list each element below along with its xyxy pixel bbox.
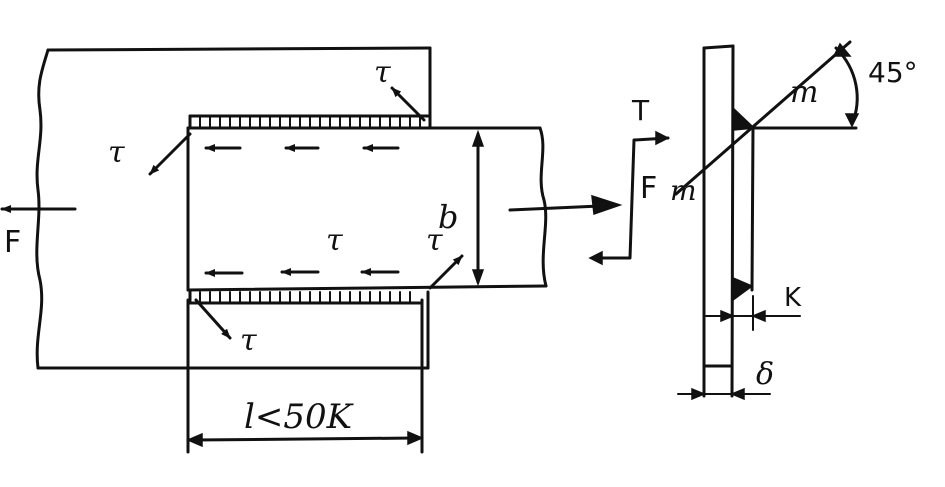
tau-arrows (148, 86, 464, 340)
lower-weld (188, 288, 424, 305)
width-label: b (438, 198, 458, 236)
section-label-upper: m (790, 75, 818, 110)
leg-dimension (705, 295, 801, 331)
torque-symbol (588, 130, 670, 266)
force-right-arrow (508, 194, 623, 216)
thickness-label: δ (756, 357, 774, 392)
left-plate (35, 46, 432, 370)
torque-label: T (631, 94, 650, 127)
force-left-label: F (4, 225, 21, 260)
force-right-label: F (640, 171, 657, 206)
right-plate (186, 126, 548, 292)
shear-arrows-lower (204, 268, 400, 277)
leg-label: K (784, 283, 802, 313)
weld-length-label: l<50K (244, 397, 355, 437)
angle-label: 45° (868, 56, 918, 89)
cross-section (674, 40, 860, 398)
tau-label-left: τ (108, 135, 125, 170)
weld-length-dimension (186, 298, 424, 454)
tau-label-lower: τ (240, 323, 257, 358)
tau-label-right: τ (426, 223, 443, 258)
tau-label-center: τ (326, 223, 343, 258)
section-label-lower: m (670, 174, 697, 207)
thickness-dimension (677, 387, 771, 401)
upper-weld (188, 114, 432, 130)
tau-label-upper-right: τ (374, 55, 391, 90)
width-dimension (471, 129, 485, 287)
